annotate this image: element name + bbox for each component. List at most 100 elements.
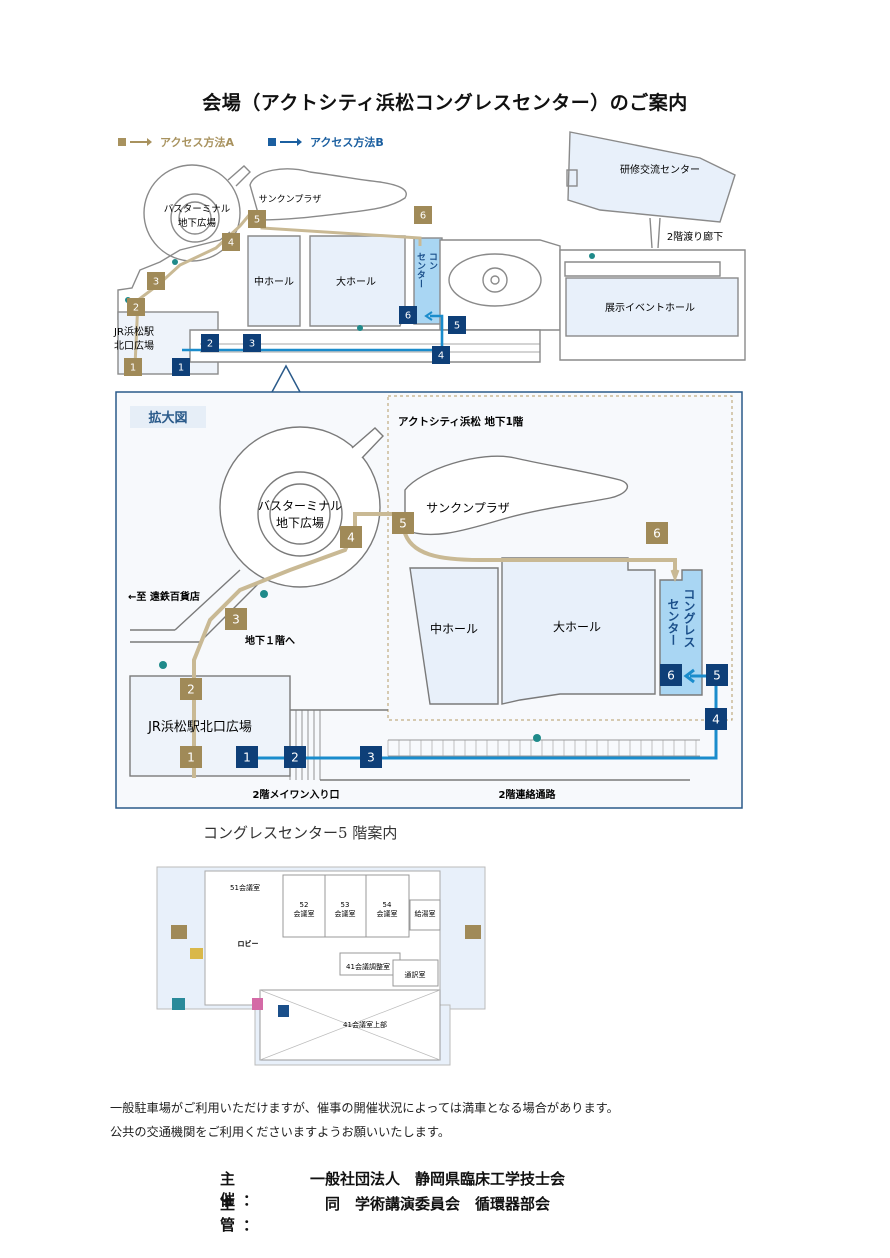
route-a-marker-4: 4 [340,526,362,548]
label-jr-plaza-1: JR浜松駅 [113,325,154,338]
route-b-marker-1: 1 [172,358,190,376]
room-54-label: 会議室 [377,909,398,918]
sunken-plaza-outline [249,168,407,221]
svg-text:1: 1 [178,363,184,374]
label-large-hall: 大ホール [553,620,601,634]
elevator-icon [171,925,187,939]
congress-center-area [413,237,443,325]
floor5-title: コングレスセンター5 階案内 [203,824,398,842]
info-icon [190,948,203,959]
page-title: 会場（アクトシティ浜松コングレスセンター）のご案内 [202,92,688,114]
escalator-icon [159,661,167,669]
svg-text:4: 4 [228,238,234,249]
route-a-marker-2: 2 [180,678,202,700]
stairs-icon [172,998,185,1010]
route-a-marker-5: 5 [392,512,414,534]
escalator-icon [533,734,541,742]
svg-text:1: 1 [187,750,195,764]
parking-note: 一般駐車場がご利用いただけますが、催事の開催状況によっては満車となる場合がありま… [110,1101,619,1115]
label-to-dept-store: ←至 遠鉄百貨店 [128,590,200,603]
route-a-marker-2: 2 [127,298,145,316]
svg-text:2: 2 [291,750,299,764]
label-middle-hall: 中ホール [254,275,294,288]
label-connecting-passage: 2階連絡通路 [499,788,557,801]
route-a-marker-4: 4 [222,233,240,251]
route-b-marker-1: 1 [236,746,258,768]
room-53-label: 会議室 [335,909,356,918]
room-54-num: 54 [383,901,392,909]
svg-text:5: 5 [399,516,407,530]
room-lobby: ロビー [238,939,259,948]
label-congress-1: コン [427,252,437,270]
room-52-num: 52 [300,901,309,909]
mens-restroom-icon [278,1005,289,1017]
route-a-marker-3: 3 [147,272,165,290]
host-label: 主 管： [220,1195,267,1234]
womens-restroom-icon [252,998,263,1010]
svg-text:3: 3 [153,277,159,288]
label-training-center: 研修交流センター [620,163,700,176]
overview-map: /* placeholder */ バスターミナル 地下広場 サンクンプラザ 中… [113,131,746,393]
escalator-icon [260,590,268,598]
route-a-marker-5: 5 [248,210,266,228]
route-b-marker-6: 6 [399,306,417,324]
organizer-label: 主 催： [220,1170,267,1209]
host-row: 主 管： 同 学術講演委員会 循環器部会 [220,1193,550,1235]
arrow-right-icon [130,138,152,146]
svg-text:4: 4 [712,712,720,726]
route-a-marker-1: 1 [124,358,142,376]
escalator-icons [125,253,595,331]
route-a-marker-1: 1 [180,746,202,768]
svg-text:5: 5 [254,215,260,226]
room-interpreter: 通訳室 [405,970,426,979]
route-a-marker-6: 6 [646,522,668,544]
svg-text:2: 2 [207,339,213,350]
label-to-basement: 地下１階へ [245,634,295,647]
label-bus-terminal-1: バスターミナル [258,499,342,513]
label-congress-2: センター [415,252,426,288]
label-corridor: 2階渡り廊下 [667,230,723,243]
svg-text:6: 6 [420,211,426,222]
floor5-map: 51会議室 52 会議室 53 会議室 54 会議室 給湯室 ロビー 41会議調… [156,866,486,1066]
route-b-marker-5: 5 [448,316,466,334]
organizer-row: 主 催： 一般社団法人 静岡県臨床工学技士会 [220,1168,565,1210]
bus-terminal-inner [170,193,220,243]
middle-hall-area [247,235,301,327]
training-center-area [567,131,736,223]
svg-text:2: 2 [187,682,195,696]
label-main-entrance: 2階メイワン入り口 [253,788,340,801]
label-jr-plaza-2: 北口広場 [114,339,154,352]
escalator-icon [172,259,178,265]
route-a-marker-3: 3 [225,608,247,630]
arrow-right-icon [279,138,302,146]
svg-text:5: 5 [454,321,460,332]
elevator-icon [465,925,481,939]
room-51: 51会議室 [230,883,260,892]
route-b-marker-5: 5 [706,664,728,686]
svg-text:6: 6 [667,668,675,682]
svg-text:1: 1 [243,750,251,764]
sunken-plaza-outline [404,455,629,536]
svg-text:6: 6 [405,311,411,322]
legend-route-a: アクセス方法A [118,134,234,150]
room-41-control: 41会議調整室 [346,962,390,971]
route-b-swatch [267,138,276,146]
label-exhibition-hall: 展示イベントホール [605,302,695,314]
transit-note: 公共の交通機関をご利用くださいますようお願いいたします。 [110,1125,451,1139]
label-congress-col1: センター [666,598,680,646]
route-b-marker-4: 4 [705,708,727,730]
label-bus-terminal-1: バスターミナル [164,204,231,215]
route-b-marker-2: 2 [284,746,306,768]
room-53-num: 53 [341,901,350,909]
basement-area-outline [387,395,733,721]
svg-text:3: 3 [249,339,255,350]
host-value: 同 学術講演委員会 循環器部会 [310,1195,551,1213]
label-sunken-plaza: サンクンプラザ [426,501,510,515]
congress-center-area [659,569,703,696]
route-a-swatch [118,138,126,146]
room-52-label: 会議室 [294,909,315,918]
room-41-upper: 41会議室上部 [343,1020,387,1029]
enlarged-badge-bg [130,406,206,428]
arrow-down-icon [670,569,680,583]
passage-grid [387,740,697,756]
